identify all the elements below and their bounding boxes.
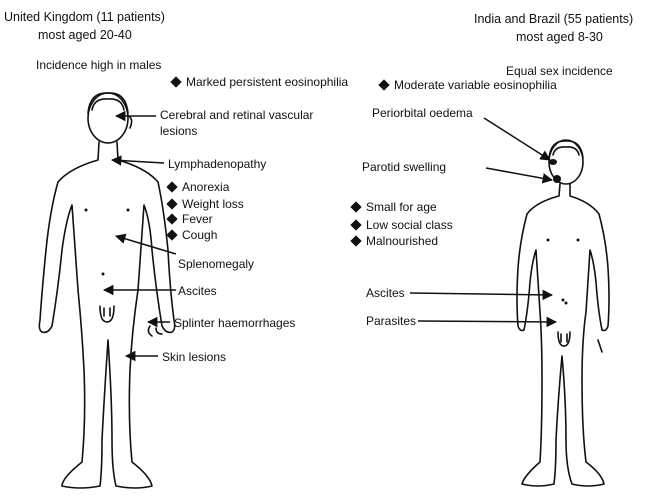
right-eosinophilia-row: Moderate variable eosinophilia — [378, 78, 557, 92]
left-header-title: United Kingdom (11 patients) — [4, 10, 165, 24]
right-factor-row: Low social class — [350, 218, 453, 232]
arrow-icon — [417, 316, 558, 328]
right-hair-inner — [552, 146, 580, 156]
left-symptom: Fever — [182, 212, 213, 226]
right-factor-row: Small for age — [350, 200, 437, 214]
left-navel — [101, 272, 105, 276]
left-arrows — [102, 110, 177, 362]
left-eosinophilia-row: Marked persistent eosinophilia — [170, 75, 348, 89]
child-figure — [516, 139, 610, 487]
left-symptom-row: Weight loss — [166, 197, 244, 211]
right-ascites: Ascites — [366, 286, 405, 300]
right-sex: Equal sex incidence — [506, 64, 613, 78]
diamond-bullet-icon — [166, 181, 178, 193]
diamond-bullet-icon — [166, 198, 178, 210]
left-symptom: Anorexia — [182, 180, 230, 194]
right-parasites: Parasites — [366, 314, 417, 328]
left-cerebral-2: lesions — [160, 124, 198, 138]
right-navel — [561, 298, 565, 302]
right-factor: Low social class — [366, 218, 453, 232]
left-symptom-row: Anorexia — [166, 180, 229, 194]
right-factor: Malnourished — [366, 234, 439, 248]
left-symptom: Cough — [182, 228, 218, 242]
left-cerebral-1: Cerebral and retinal vascular — [160, 108, 314, 122]
left-genitals-inner — [103, 307, 111, 317]
left-hair — [87, 92, 129, 114]
right-factor-row: Malnourished — [350, 234, 438, 248]
left-head — [87, 92, 129, 144]
right-hair — [548, 140, 584, 159]
left-symptom: Weight loss — [182, 197, 244, 211]
diamond-bullet-icon — [378, 79, 390, 91]
right-nipple — [546, 238, 550, 242]
left-skin: Skin lesions — [162, 350, 227, 364]
right-body-outline — [516, 183, 610, 487]
left-hand-fingers — [147, 325, 163, 337]
left-lymphadenopathy: Lymphadenopathy — [168, 157, 267, 171]
arrow-icon — [110, 155, 165, 166]
left-header-age: most aged 20-40 — [38, 28, 132, 42]
right-arrows — [409, 117, 558, 328]
right-nipple-2 — [576, 238, 580, 242]
arrow-icon — [409, 289, 554, 301]
right-factor: Small for age — [366, 200, 437, 214]
diamond-bullet-icon — [166, 229, 178, 241]
left-nipple — [84, 208, 88, 212]
right-parotid — [553, 175, 561, 183]
right-genitals-inner — [560, 333, 568, 343]
right-header-title: India and Brazil (55 patients) — [474, 12, 634, 26]
right-genitals — [557, 331, 571, 347]
diamond-bullet-icon — [350, 201, 362, 213]
left-incidence: Incidence high in males — [36, 58, 162, 72]
right-parotid: Parotid swelling — [362, 160, 447, 174]
diamond-bullet-icon — [170, 76, 182, 88]
left-genitals — [99, 305, 115, 323]
arrow-icon — [114, 233, 177, 255]
left-symptom-row: Fever — [166, 212, 213, 226]
right-header-age: most aged 8-30 — [516, 30, 603, 44]
left-ascites: Ascites — [178, 284, 217, 298]
left-body-outline — [38, 141, 176, 489]
right-ascites-dot — [564, 301, 568, 305]
left-splinter: Splinter haemorrhages — [174, 316, 296, 330]
right-eosinophilia: Moderate variable eosinophilia — [394, 78, 557, 92]
left-symptom-row: Cough — [166, 228, 217, 242]
right-eye-oedema — [549, 159, 557, 165]
right-periorbital: Periorbital oedema — [372, 106, 473, 120]
left-nipple-2 — [126, 208, 130, 212]
diamond-bullet-icon — [350, 219, 362, 231]
left-splenomegaly: Splenomegaly — [178, 257, 255, 271]
arrow-icon — [485, 167, 554, 184]
left-eosinophilia: Marked persistent eosinophilia — [186, 75, 349, 89]
diamond-bullet-icon — [350, 235, 362, 247]
left-hair-inner — [91, 98, 125, 111]
diamond-bullet-icon — [166, 213, 178, 225]
right-hand-mark — [597, 339, 603, 353]
arrow-icon — [483, 117, 551, 161]
